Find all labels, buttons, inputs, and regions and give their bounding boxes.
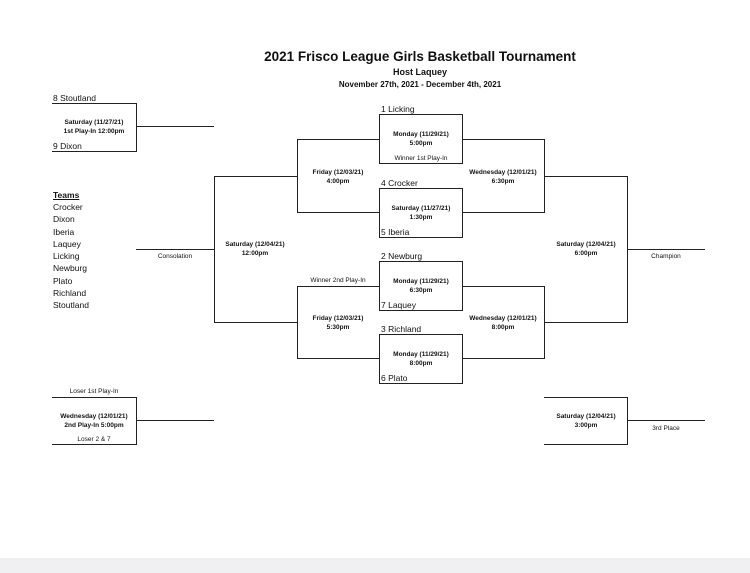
qf2-time: 1:30pm bbox=[409, 214, 433, 221]
qf1-time: 5:00pm bbox=[409, 140, 433, 147]
team-item: Newburg bbox=[53, 263, 88, 273]
play-in-2-bottom-team: Loser 2 & 7 bbox=[77, 436, 111, 443]
qf2-date: Saturday (11/27/21) bbox=[391, 205, 451, 212]
qf3-top-team: 2 Newburg bbox=[381, 251, 423, 261]
date-range: November 27th, 2021 - December 4th, 2021 bbox=[338, 80, 502, 89]
team-item: Richland bbox=[53, 288, 87, 298]
sf1-time: 6:30pm bbox=[491, 178, 515, 185]
qf3-date: Monday (11/29/21) bbox=[393, 278, 449, 285]
host-label: Host Laquey bbox=[392, 67, 447, 77]
page-title: 2021 Frisco League Girls Basketball Tour… bbox=[264, 49, 576, 64]
play-in-1-label: 1st Play-In 12:00pm bbox=[63, 128, 125, 135]
team-item: Stoutland bbox=[53, 300, 89, 310]
cs1-date: Friday (12/03/21) bbox=[312, 169, 364, 176]
play-in-1-bottom-team: 9 Dixon bbox=[53, 141, 82, 151]
sf1-date: Wednesday (12/01/21) bbox=[469, 169, 537, 176]
consolation-label: Consolation bbox=[157, 253, 193, 260]
team-item: Licking bbox=[53, 251, 80, 261]
third-place-label: 3rd Place bbox=[652, 425, 680, 432]
qf4-bottom-team: 6 Plato bbox=[381, 373, 408, 383]
team-item: Plato bbox=[53, 276, 73, 286]
third-place-time: 3:00pm bbox=[574, 422, 598, 429]
team-item: Laquey bbox=[53, 239, 81, 249]
qf2-bottom-team: 5 Iberia bbox=[381, 227, 410, 237]
champion-label: Champion bbox=[651, 253, 681, 260]
teams-heading: Teams bbox=[53, 190, 80, 200]
qf3-time: 6:30pm bbox=[409, 287, 433, 294]
cs1-time: 4:00pm bbox=[326, 178, 350, 185]
consolation-time: 12:00pm bbox=[241, 250, 269, 257]
cs2-top-label: Winner 2nd Play-In bbox=[310, 277, 366, 284]
championship-time: 6:00pm bbox=[574, 250, 598, 257]
consolation-date: Saturday (12/04/21) bbox=[225, 241, 285, 248]
team-item: Dixon bbox=[53, 214, 75, 224]
cs2-time: 5:30pm bbox=[326, 324, 350, 331]
sf2-time: 8:00pm bbox=[491, 324, 515, 331]
team-item: Iberia bbox=[53, 227, 75, 237]
qf1-bottom-team: Winner 1st Play-In bbox=[394, 155, 448, 162]
qf1-top-team: 1 Licking bbox=[381, 104, 415, 114]
qf4-top-team: 3 Richland bbox=[381, 324, 422, 334]
team-item: Crocker bbox=[53, 202, 83, 212]
sf2-date: Wednesday (12/01/21) bbox=[469, 315, 537, 322]
play-in-2-date: Wednesday (12/01/21) bbox=[60, 413, 128, 420]
third-place-date: Saturday (12/04/21) bbox=[556, 413, 616, 420]
play-in-2-label: 2nd Play-In 5:00pm bbox=[64, 422, 124, 429]
play-in-1-date: Saturday (11/27/21) bbox=[64, 119, 124, 126]
qf3-bottom-team: 7 Laquey bbox=[381, 300, 416, 310]
qf4-date: Monday (11/29/21) bbox=[393, 351, 449, 358]
qf2-top-team: 4 Crocker bbox=[381, 178, 418, 188]
play-in-2-top-team: Loser 1st Play-In bbox=[69, 388, 119, 395]
qf4-time: 8:00pm bbox=[409, 360, 433, 367]
page-bottom-edge bbox=[0, 558, 750, 573]
qf1-date: Monday (11/29/21) bbox=[393, 131, 449, 138]
cs2-date: Friday (12/03/21) bbox=[312, 315, 364, 322]
championship-date: Saturday (12/04/21) bbox=[556, 241, 616, 248]
play-in-1-top-team: 8 Stoutland bbox=[53, 93, 97, 103]
